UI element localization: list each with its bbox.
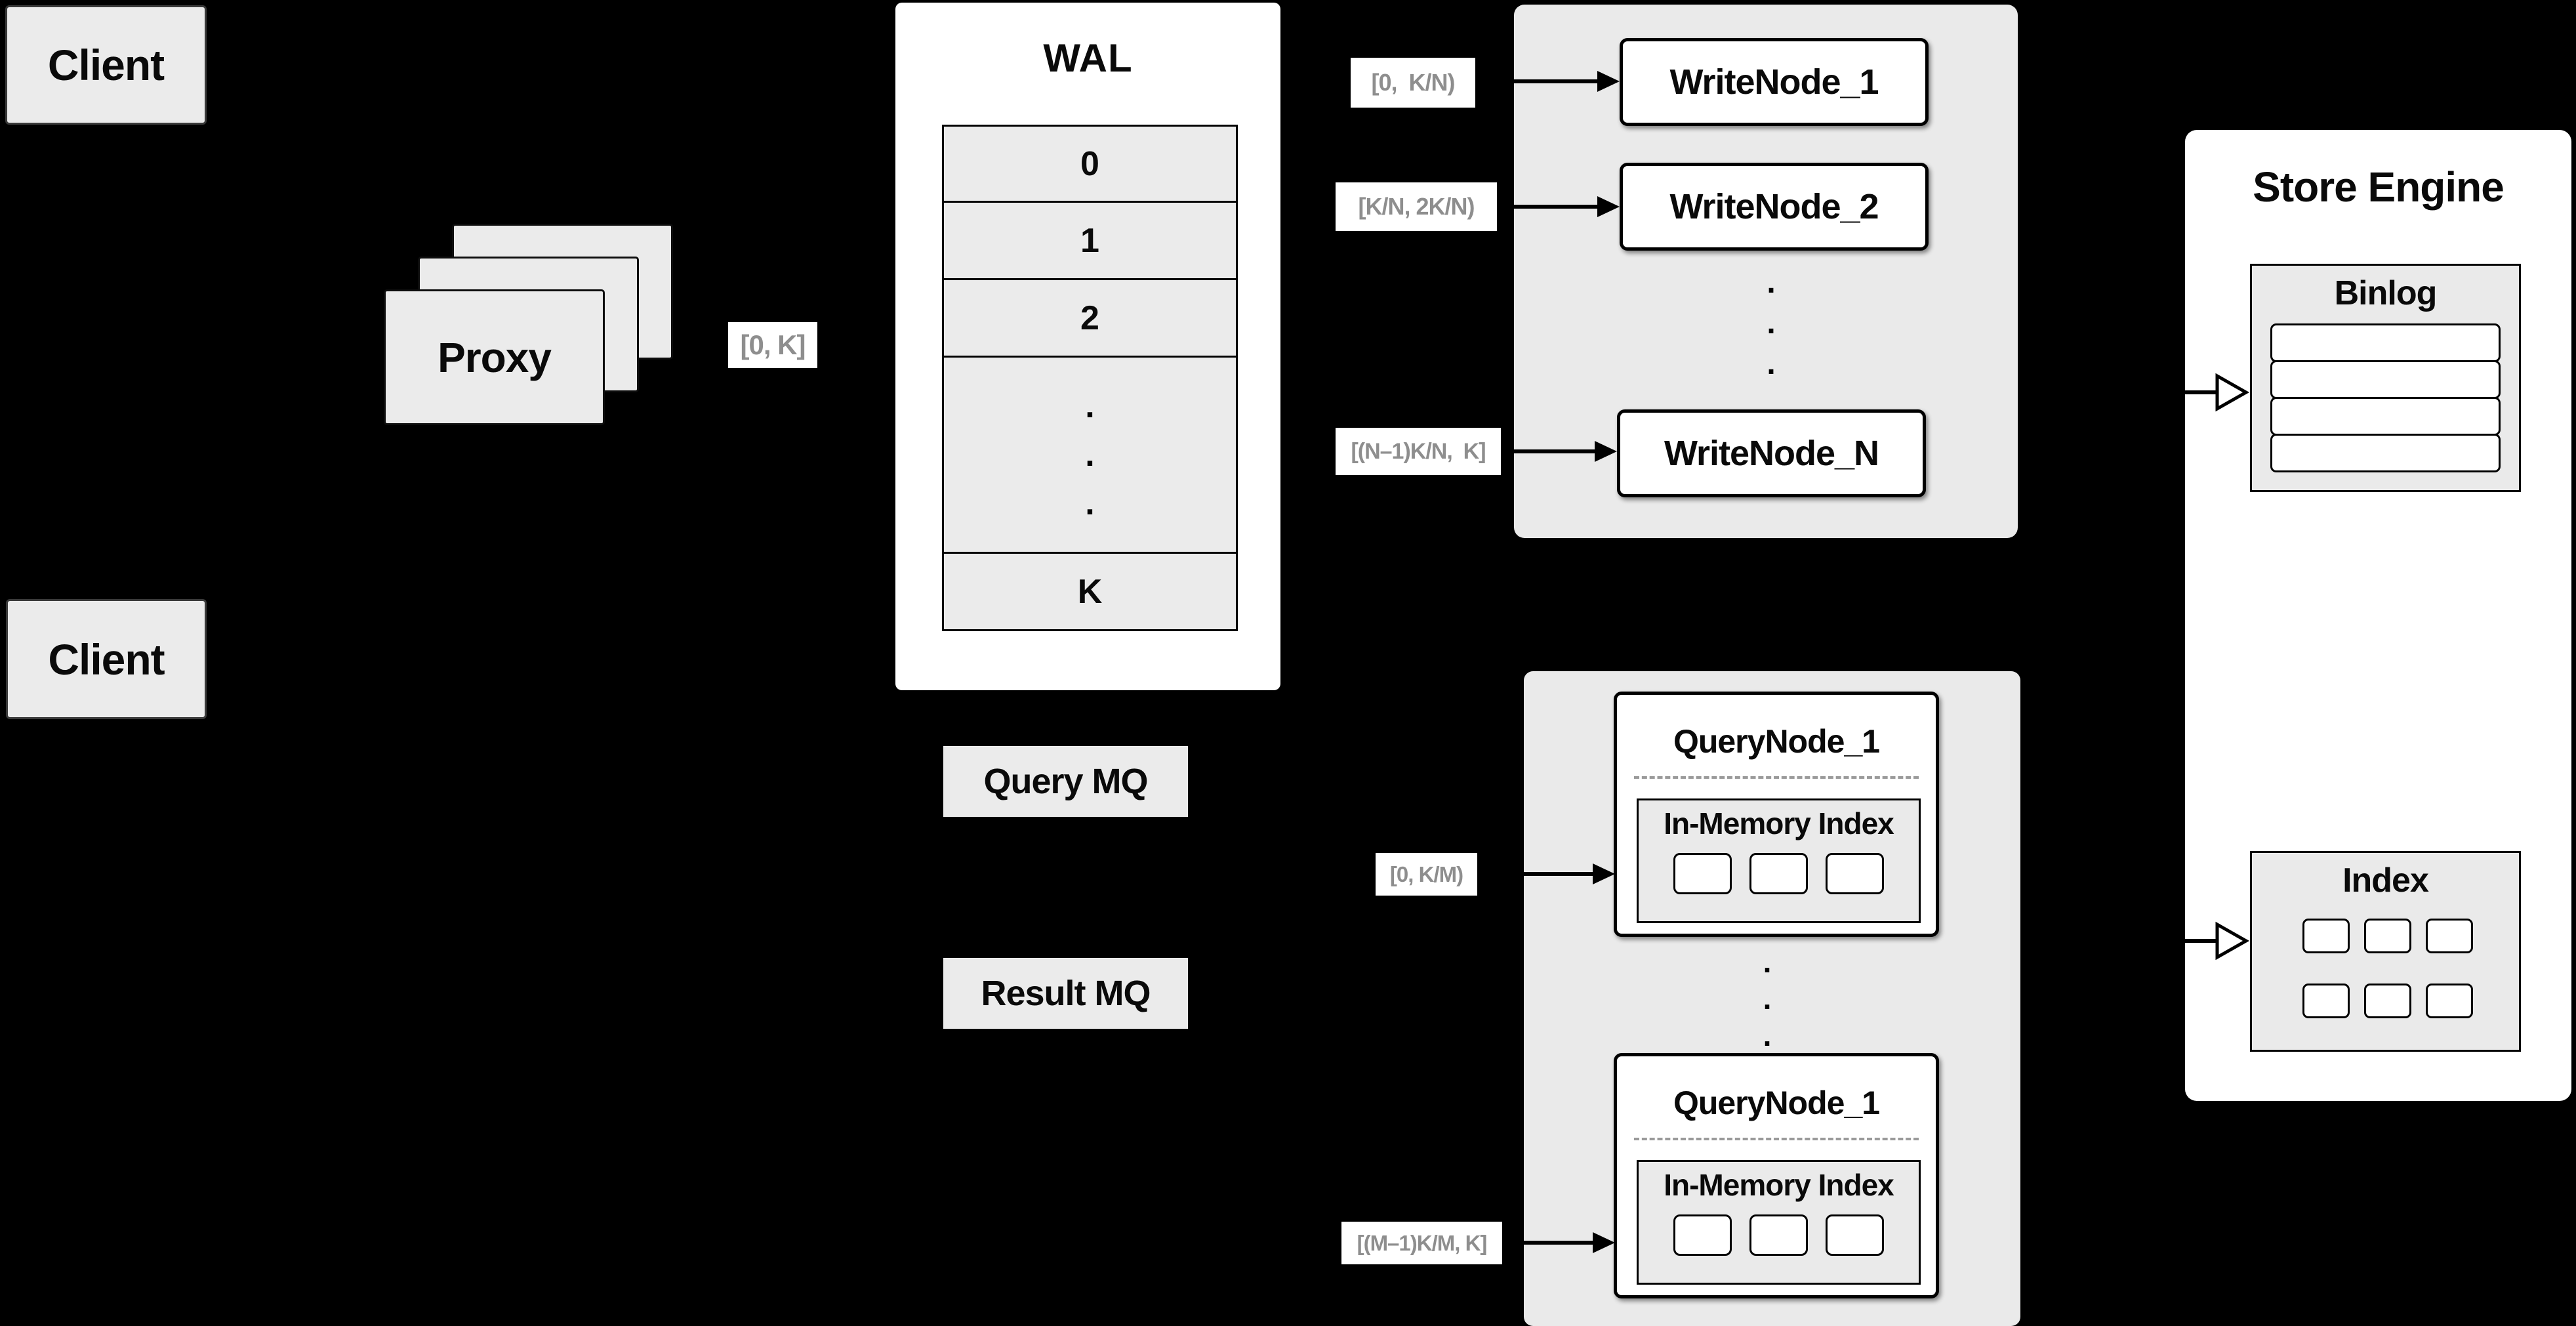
arrowhead-to-querynode-m <box>1593 1232 1615 1253</box>
query-mq-box: Query MQ <box>943 746 1188 817</box>
write-node-n: WriteNode_N <box>1617 409 1926 497</box>
binlog-box: Binlog <box>2250 264 2521 492</box>
client-node-bottom: Client <box>6 599 207 719</box>
wal-segment-row: 1 <box>944 203 1236 280</box>
in-memory-index-title: In-Memory Index <box>1664 806 1894 840</box>
arrow-to-writenode-1 <box>1478 79 1597 83</box>
dashed-divider <box>1634 1138 1919 1140</box>
write-node-1: WriteNode_1 <box>1620 38 1929 126</box>
binlog-title: Binlog <box>2334 274 2438 312</box>
query-node-top: QueryNode_1 In-Memory Index <box>1614 692 1939 937</box>
arrow-to-writenode-2 <box>1499 205 1597 209</box>
binlog-row <box>2270 434 2501 472</box>
arrowhead-to-querynode-1 <box>1593 863 1615 884</box>
arrowhead-to-writenode-n <box>1595 441 1617 462</box>
query-range-label-1: [0, K/M) <box>1376 853 1477 896</box>
client-node-top: Client <box>5 5 207 125</box>
memory-segment <box>1673 853 1732 894</box>
vertical-ellipsis: . . . <box>1085 387 1095 522</box>
binlog-row <box>2270 323 2501 362</box>
memory-segment <box>1826 853 1884 894</box>
index-cell <box>2302 984 2350 1018</box>
query-node-title: QueryNode_1 <box>1673 1085 1880 1121</box>
store-engine-title: Store Engine <box>2253 163 2504 211</box>
memory-segments <box>1639 1214 1919 1256</box>
binlog-row <box>2270 360 2501 399</box>
index-title: Index <box>2342 861 2429 900</box>
index-cell <box>2363 919 2411 953</box>
in-memory-index-box: In-Memory Index <box>1637 1160 1921 1285</box>
arrow-to-binlog <box>2140 373 2250 412</box>
index-box: Index <box>2250 851 2521 1052</box>
proxy-range-label: [0, K] <box>728 322 817 368</box>
memory-segment <box>1673 1214 1732 1256</box>
memory-segments <box>1639 853 1919 894</box>
write-nodes-ellipsis: . . . <box>1767 265 1776 381</box>
wal-segment-table: 0 1 2 . . . K <box>942 125 1238 631</box>
proxy-card-front: Proxy <box>384 289 605 425</box>
index-grid <box>2252 919 2519 1018</box>
wal-segment-row: 2 <box>944 280 1236 358</box>
memory-segment <box>1749 1214 1808 1256</box>
wal-segment-row: K <box>944 554 1236 629</box>
memory-segment <box>1749 853 1808 894</box>
wal-box: WAL 0 1 2 . . . K <box>895 3 1280 690</box>
arrow-to-writenode-n <box>1502 449 1595 453</box>
dashed-divider <box>1634 776 1919 779</box>
query-range-label-m: [(M–1)K/M, K] <box>1341 1222 1502 1264</box>
index-cell <box>2302 919 2350 953</box>
binlog-row <box>2270 397 2501 436</box>
index-cell <box>2425 984 2473 1018</box>
write-node-2: WriteNode_2 <box>1620 163 1929 251</box>
client-label: Client <box>47 41 165 89</box>
write-range-label-1: [0, K/N) <box>1351 58 1475 108</box>
memory-segment <box>1826 1214 1884 1256</box>
query-node-title: QueryNode_1 <box>1673 723 1880 760</box>
query-node-bottom: QueryNode_1 In-Memory Index <box>1614 1053 1939 1298</box>
proxy-label: Proxy <box>438 333 552 381</box>
result-mq-box: Result MQ <box>943 958 1188 1029</box>
index-cell <box>2425 919 2473 953</box>
wal-title: WAL <box>1043 36 1133 80</box>
in-memory-index-box: In-Memory Index <box>1637 798 1921 923</box>
arrow-to-index <box>2140 921 2250 961</box>
index-cell <box>2363 984 2411 1018</box>
query-nodes-ellipsis: . . . <box>1763 945 1772 1052</box>
wal-ellipsis-row: . . . <box>944 358 1236 554</box>
write-range-label-n: [(N–1)K/N, K] <box>1336 428 1501 475</box>
client-label: Client <box>48 634 165 684</box>
arrowhead-to-writenode-2 <box>1597 196 1620 217</box>
arrowhead-to-writenode-1 <box>1597 71 1620 92</box>
store-engine-box: Store Engine Binlog Index <box>2185 130 2571 1101</box>
wal-segment-row: 0 <box>944 127 1236 203</box>
binlog-rows <box>2252 323 2519 472</box>
arrow-to-querynode-1 <box>1479 872 1593 876</box>
arrow-to-querynode-m <box>1504 1241 1593 1245</box>
write-range-label-2: [K/N, 2K/N) <box>1336 182 1497 231</box>
in-memory-index-title: In-Memory Index <box>1664 1168 1894 1202</box>
